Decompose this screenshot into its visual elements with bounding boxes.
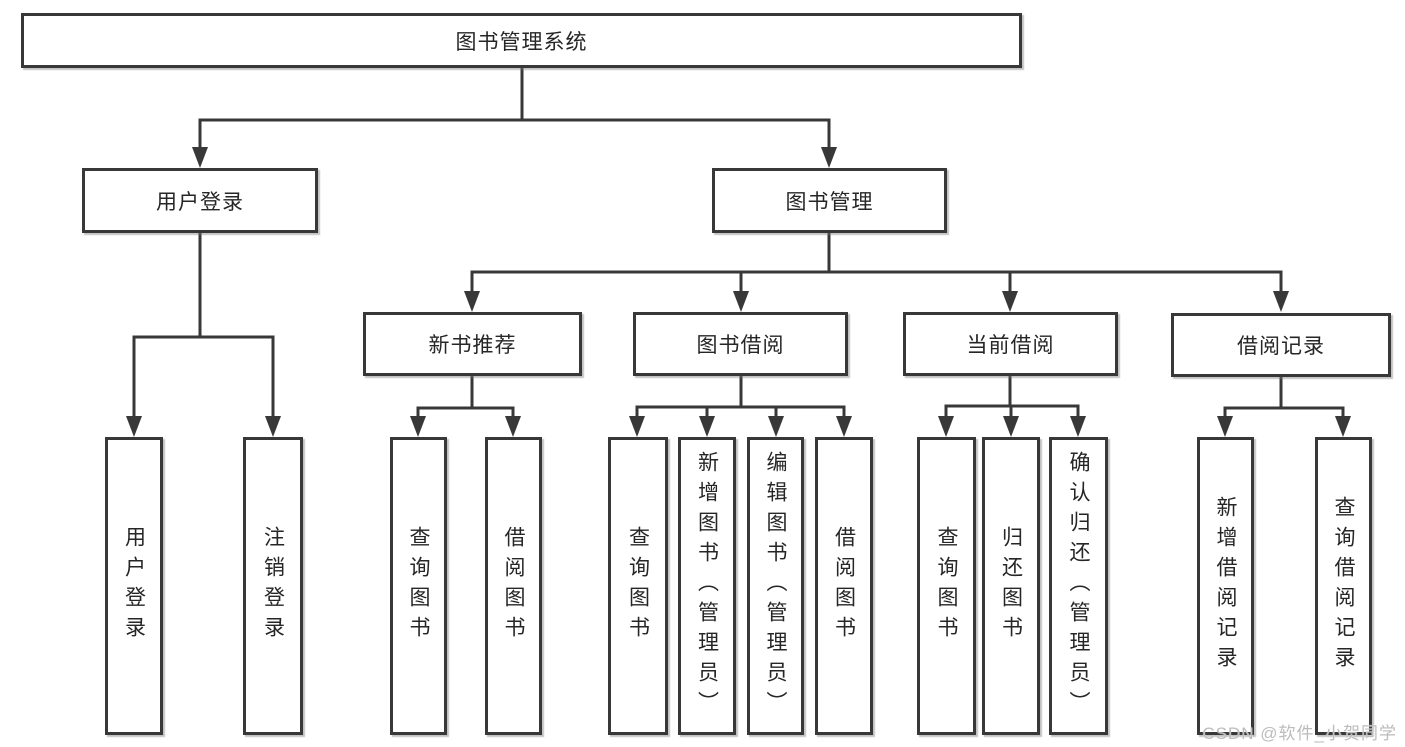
node-leaf-return-book: 归还图书: [982, 437, 1040, 735]
node-new-book-recommendation: 新书推荐: [363, 312, 582, 376]
node-leaf-add-book-admin: 新增图书（管理员）: [678, 437, 736, 735]
node-leaf-logout: 注销登录: [243, 437, 303, 735]
node-book-management: 图书管理: [712, 168, 947, 233]
node-borrowing-records: 借阅记录: [1171, 313, 1391, 377]
node-book-borrowing: 图书借阅: [633, 312, 848, 376]
node-leaf-edit-book-admin: 编辑图书（管理员）: [747, 437, 804, 735]
node-current-borrowing: 当前借阅: [903, 312, 1118, 376]
node-leaf-rec-query-book: 查询图书: [390, 437, 447, 735]
node-leaf-borrow-book: 借阅图书: [815, 437, 873, 735]
node-leaf-borrow-query-book: 查询图书: [608, 437, 668, 735]
node-system-root: 图书管理系统: [21, 13, 1022, 68]
node-leaf-add-borrow-record: 新增借阅记录: [1197, 437, 1254, 735]
node-leaf-user-login: 用户登录: [105, 437, 163, 735]
node-leaf-query-borrow-record: 查询借阅记录: [1315, 437, 1372, 735]
node-user-login: 用户登录: [82, 168, 318, 233]
node-leaf-rec-borrow-book: 借阅图书: [485, 437, 542, 735]
arrowheads: [126, 147, 1351, 437]
node-leaf-current-query-book: 查询图书: [917, 437, 976, 735]
node-leaf-confirm-return-admin: 确认归还（管理员）: [1049, 437, 1108, 735]
csdn-watermark: CSDN @软件_小贺同学: [1202, 724, 1397, 743]
